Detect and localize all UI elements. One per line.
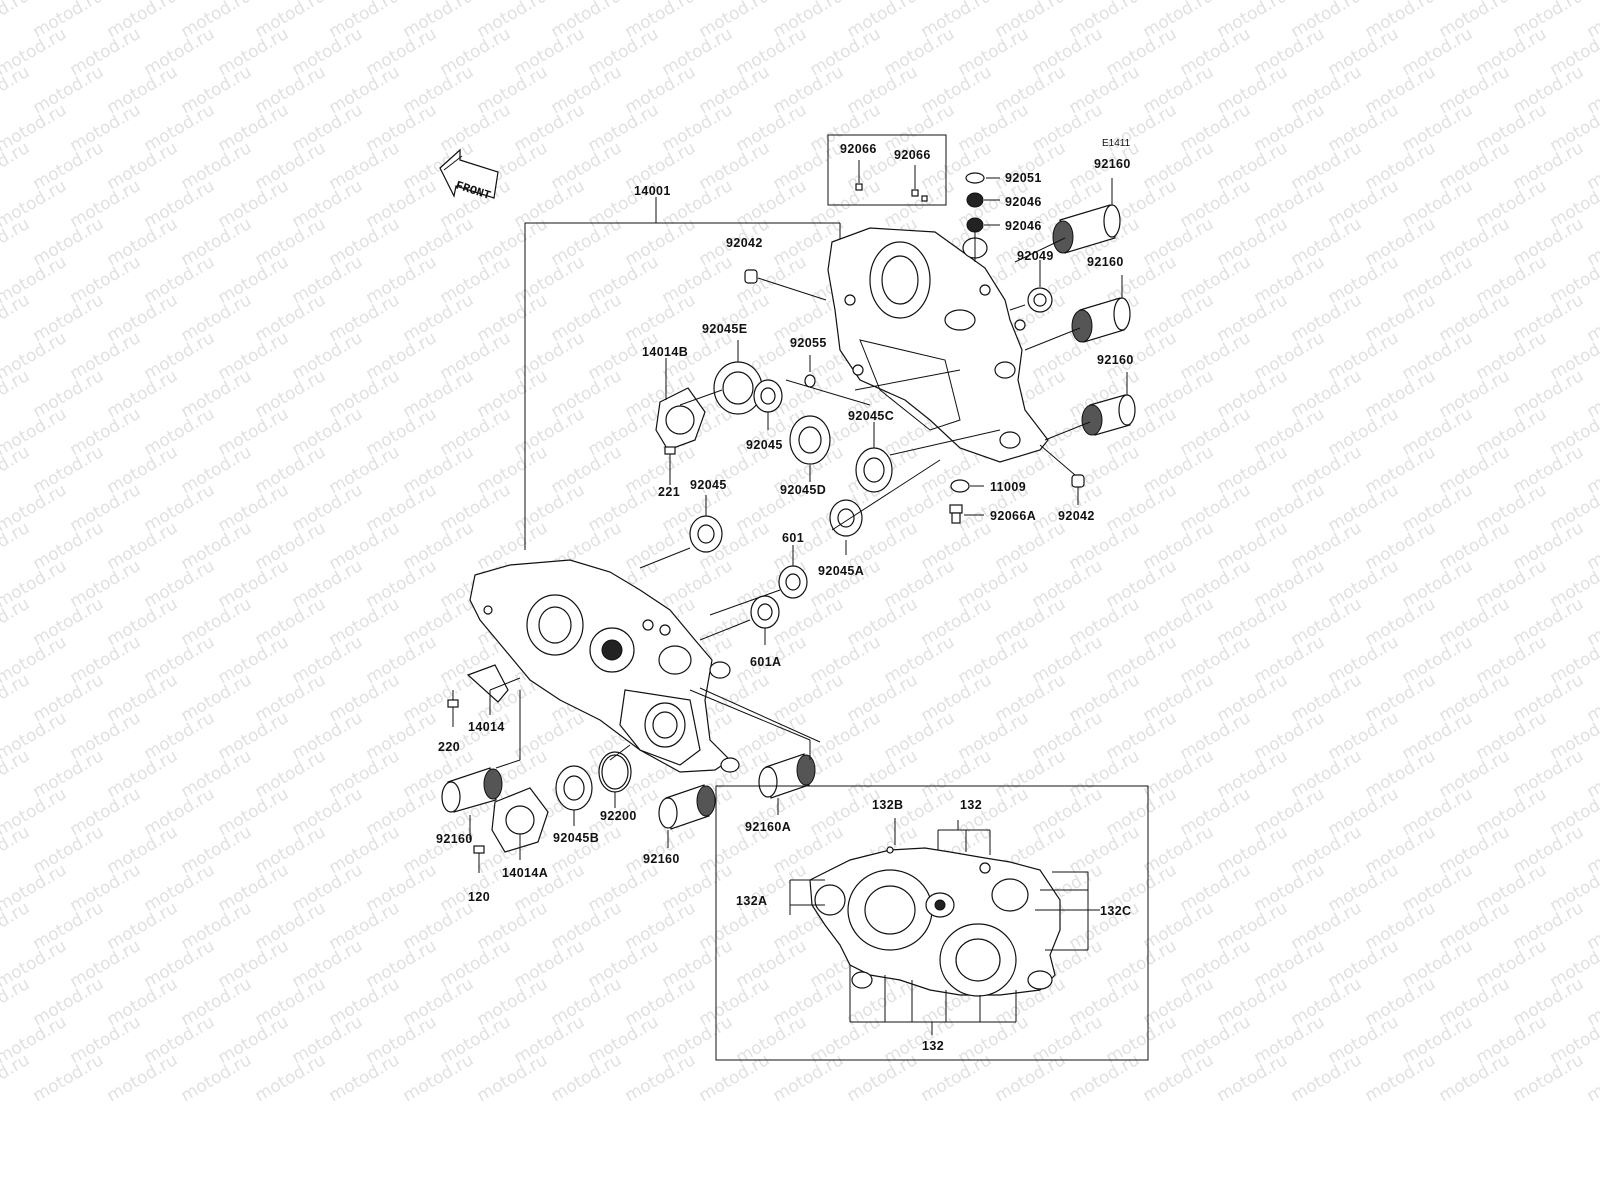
watermark-layer: motod.rumotod.rumotod.rumotod.rumotod.ru…	[0, 0, 1600, 1106]
dowel-pin-92042	[744, 269, 758, 284]
watermark-text: motod.ru	[844, 1050, 922, 1106]
label-14014A: 14014A	[502, 866, 548, 880]
label-92160-low: 92160	[1097, 353, 1134, 367]
watermark-text: motod.ru	[252, 1050, 330, 1106]
inset-box-92066	[827, 134, 947, 206]
sleeve-92160-low	[1081, 394, 1136, 436]
label-92046-upper: 92046	[1005, 195, 1042, 209]
label-14014: 14014	[468, 720, 505, 734]
label-92045-lower: 92045	[690, 478, 727, 492]
label-92045C: 92045C	[848, 409, 894, 423]
label-92045-upper: 92045	[746, 438, 783, 452]
label-92160A: 92160A	[745, 820, 791, 834]
bush-92046-b	[966, 217, 984, 233]
label-92160-center: 92160	[643, 852, 680, 866]
label-132-top: 132	[960, 798, 982, 812]
watermark-text: motod.ru	[992, 1050, 1070, 1106]
label-221: 221	[658, 485, 680, 499]
label-11009: 11009	[990, 480, 1026, 494]
bush-92046-a	[966, 192, 984, 208]
watermark-text: motod.ru	[0, 0, 33, 42]
label-92066-left: 92066	[840, 142, 877, 156]
sleeve-92160A	[758, 753, 816, 799]
sleeve-92160-top	[1052, 204, 1121, 254]
label-92045A: 92045A	[818, 564, 864, 578]
label-601A: 601A	[750, 655, 781, 669]
watermark-text: motod.ru	[30, 1050, 108, 1106]
part-labels: E1411 92066 92066 14001 92051 92046 9204…	[436, 138, 1134, 1053]
left-crankcase-half	[469, 559, 740, 773]
label-120: 120	[468, 890, 490, 904]
label-92046-lower: 92046	[1005, 219, 1042, 233]
watermark-text: motod.ru	[474, 1050, 552, 1106]
label-92200: 92200	[600, 809, 637, 823]
label-92066-right: 92066	[894, 148, 931, 162]
sleeve-92160-left	[441, 767, 503, 813]
watermark-text: motod.ru	[1288, 1050, 1366, 1106]
watermark-text: motod.ru	[770, 1050, 848, 1106]
label-92160-mid: 92160	[1087, 255, 1124, 269]
label-14001: 14001	[634, 184, 671, 198]
label-92066A: 92066A	[990, 509, 1036, 523]
label-601: 601	[782, 531, 804, 545]
label-14014B: 14014B	[642, 345, 688, 359]
label-132B: 132B	[872, 798, 903, 812]
label-132A: 132A	[736, 894, 767, 908]
label-92042-top: 92042	[726, 236, 763, 250]
inset-box-132	[715, 785, 1149, 1061]
label-92045E: 92045E	[702, 322, 748, 336]
label-92042-bottom: 92042	[1058, 509, 1095, 523]
watermark-text: motod.ru	[918, 1050, 996, 1106]
seal-92051	[965, 172, 985, 184]
watermark-text: motod.ru	[178, 1050, 256, 1106]
label-132C: 132C	[1100, 904, 1131, 918]
right-crankcase-half	[827, 227, 1049, 463]
label-92045B: 92045B	[553, 831, 599, 845]
label-92051: 92051	[1005, 171, 1042, 185]
label-92055: 92055	[790, 336, 827, 350]
watermark-text: motod.ru	[696, 1050, 774, 1106]
watermark-text: motod.ru	[326, 1050, 404, 1106]
watermark-text: motod.ru	[400, 1050, 478, 1106]
watermark-text: motod.ru	[1584, 1050, 1600, 1106]
label-92160-left: 92160	[436, 832, 473, 846]
watermark-text: motod.ru	[622, 1050, 700, 1106]
watermark-text: motod.ru	[1436, 1050, 1514, 1106]
watermark-text: motod.ru	[1140, 1050, 1218, 1106]
watermark-text: motod.ru	[548, 1050, 626, 1106]
label-132-bottom: 132	[922, 1039, 944, 1053]
label-92160-top: 92160	[1094, 157, 1131, 171]
sleeve-92160-center	[658, 784, 716, 830]
leader-lines	[452, 177, 1128, 860]
diagram-code: E1411	[1102, 138, 1131, 149]
watermark-text: motod.ru	[1510, 1050, 1588, 1106]
label-220: 220	[438, 740, 460, 754]
watermark-text: motod.ru	[1362, 1050, 1440, 1106]
bracket-14001	[524, 197, 841, 550]
watermark-text: motod.ru	[1214, 1050, 1292, 1106]
watermark-text: motod.ru	[1066, 1050, 1144, 1106]
label-92049: 92049	[1017, 249, 1054, 263]
sleeve-92160-mid	[1071, 297, 1131, 343]
component-parts	[441, 172, 1136, 873]
label-92045D: 92045D	[780, 483, 826, 497]
watermark-text: motod.ru	[104, 1050, 182, 1106]
